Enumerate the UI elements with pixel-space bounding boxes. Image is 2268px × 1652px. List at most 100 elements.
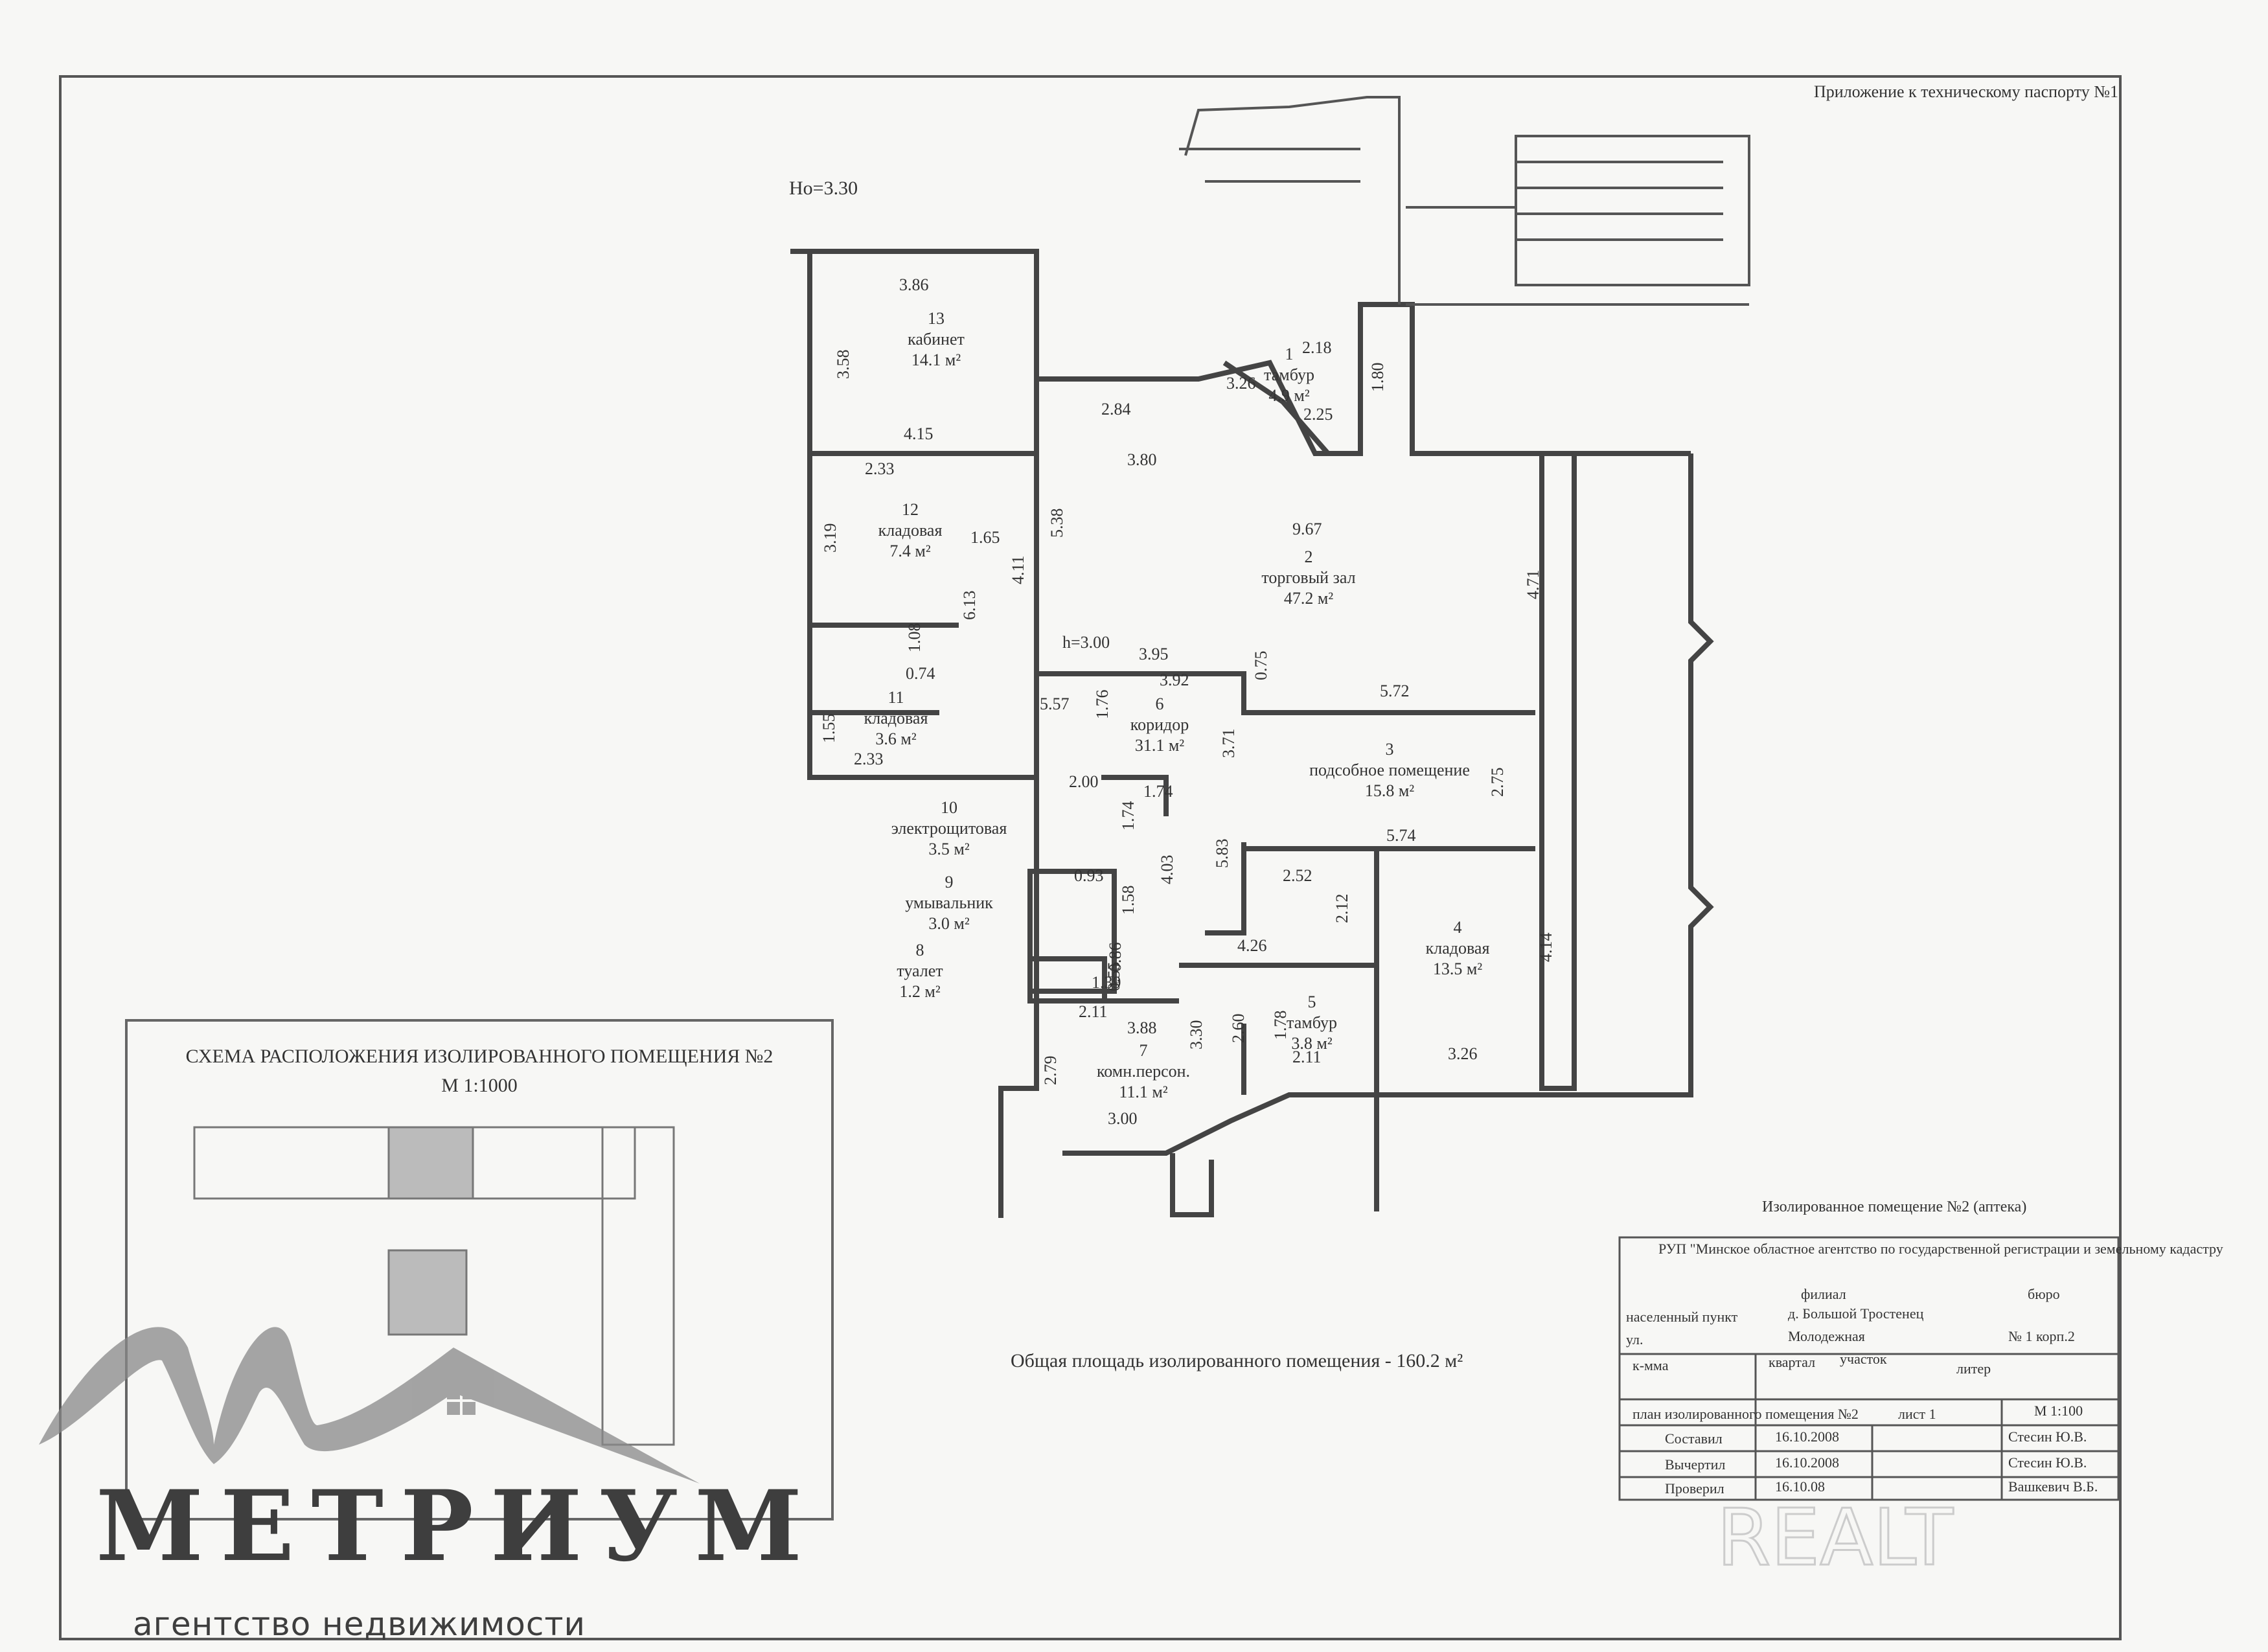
realt-watermark: REALT [1717,1493,1954,1583]
stamp-caption: Изолированное помещение №2 (аптека) [1762,1199,2026,1215]
svg-text:к-мма: к-мма [1632,1357,1669,1373]
svg-text:0.75: 0.75 [1252,651,1270,681]
svg-text:1.39: 1.39 [1092,973,1121,992]
svg-text:4.03: 4.03 [1158,855,1176,885]
svg-text:населенный пункт: населенный пункт [1626,1309,1738,1325]
svg-text:6.13: 6.13 [960,591,979,621]
svg-text:2.18: 2.18 [1302,338,1332,357]
svg-text:Проверил: Проверил [1665,1480,1724,1497]
svg-text:Вашкевич В.Б.: Вашкевич В.Б. [2008,1478,2098,1495]
svg-text:4.14: 4.14 [1537,933,1555,963]
svg-text:5.57: 5.57 [1040,694,1070,713]
svg-text:2.11: 2.11 [1292,1048,1322,1066]
svg-text:3.86: 3.86 [899,275,929,294]
svg-text:0.93: 0.93 [1074,866,1104,885]
svg-text:филиал: филиал [1801,1286,1846,1302]
stairs [1179,96,1750,306]
svg-text:9.67: 9.67 [1292,520,1322,538]
svg-text:5.38: 5.38 [1048,509,1066,538]
svg-text:2.52: 2.52 [1283,866,1312,885]
dimension-labels: 3.86 3.58 4.15 2.33 3.19 1.65 6.13 4.11 … [819,275,1555,1128]
svg-text:1.58: 1.58 [1119,886,1138,915]
svg-text:0.74: 0.74 [906,664,935,683]
walls [790,249,1714,1218]
svg-text:2.00: 2.00 [1069,772,1099,791]
svg-text:3.88: 3.88 [1127,1018,1157,1037]
svg-text:ул.: ул. [1626,1331,1644,1348]
svg-text:2.12: 2.12 [1333,894,1351,924]
svg-text:0.55: 0.55 [1105,962,1123,992]
svg-text:4.71: 4.71 [1524,570,1542,600]
svg-text:1.80: 1.80 [1368,363,1387,393]
svg-text:3.26: 3.26 [1448,1044,1478,1063]
total-area: Общая площадь изолированного помещения -… [1011,1350,1463,1371]
svg-text:3.00: 3.00 [1108,1109,1138,1128]
svg-text:участок: участок [1840,1351,1887,1367]
stamp-table [1618,1236,2120,1501]
appendix-text: Приложение к техническому паспорту №1 [1814,82,2118,101]
svg-text:3.95: 3.95 [1139,645,1169,663]
svg-text:2.79: 2.79 [1041,1056,1060,1086]
svg-text:5.74: 5.74 [1386,826,1416,845]
svg-text:Вычертил: Вычертил [1665,1456,1725,1473]
svg-text:3.30: 3.30 [1187,1020,1206,1050]
svg-text:1.78: 1.78 [1271,1011,1290,1040]
svg-text:3.26: 3.26 [1226,374,1256,393]
svg-text:5.72: 5.72 [1380,682,1410,700]
svg-text:3.92: 3.92 [1160,671,1189,689]
stamp-text: РУП "Минское областное агентство по госу… [1626,1241,2223,1497]
svg-text:план изолированного помещени: план изолированного помещения №2 [1632,1406,1859,1422]
metrium-subtitle: агентство недвижимости [133,1605,586,1643]
svg-text:2.84: 2.84 [1101,400,1131,419]
svg-text:2.11: 2.11 [1079,1002,1108,1021]
svg-text:2.60: 2.60 [1229,1014,1248,1044]
scheme-scale: М 1:1000 [441,1075,518,1096]
metrium-title: МЕТРИУМ [96,1469,819,1583]
svg-text:2.75: 2.75 [1488,768,1507,797]
svg-text:1.74: 1.74 [1119,801,1138,831]
sheet-frame [59,75,2122,1640]
svg-text:1.08: 1.08 [905,623,924,653]
scheme-title: СХЕМА РАСПОЛОЖЕНИЯ ИЗОЛИРОВАННОГО ПОМЕЩЕ… [186,1046,773,1067]
svg-text:Составил: Составил [1665,1430,1723,1447]
svg-text:0.86: 0.86 [1106,943,1125,972]
svg-text:3.80: 3.80 [1127,450,1157,469]
svg-text:4.11: 4.11 [1009,555,1027,584]
svg-text:1.55: 1.55 [819,714,838,744]
svg-text:лист 1: лист 1 [1898,1406,1936,1422]
svg-text:д. Большой Тростенец: д. Большой Тростенец [1788,1305,1924,1322]
scheme-building [193,1126,675,1446]
svg-text:РУП "Минское областное агентст: РУП "Минское областное агентство по госу… [1658,1241,2223,1257]
svg-text:4.15: 4.15 [904,424,934,443]
svg-text:Стесин Ю.В.: Стесин Ю.В. [2008,1454,2087,1471]
svg-text:h=3.00: h=3.00 [1062,633,1110,652]
svg-text:1.65: 1.65 [970,528,1000,547]
svg-text:бюро: бюро [2028,1286,2060,1302]
svg-text:3.58: 3.58 [834,350,853,380]
svg-text:1.76: 1.76 [1093,690,1112,720]
height-note: Hо=3.30 [789,178,858,199]
svg-text:квартал: квартал [1769,1354,1815,1370]
svg-text:4.26: 4.26 [1237,936,1267,955]
svg-text:3.19: 3.19 [821,523,840,553]
svg-text:2.33: 2.33 [854,750,884,768]
svg-text:Стесин Ю.В.: Стесин Ю.В. [2008,1428,2087,1445]
svg-text:литер: литер [1956,1360,1991,1377]
scheme-box [125,1019,834,1520]
svg-text:2.33: 2.33 [865,459,895,478]
svg-text:16.10.08: 16.10.08 [1775,1478,1825,1495]
